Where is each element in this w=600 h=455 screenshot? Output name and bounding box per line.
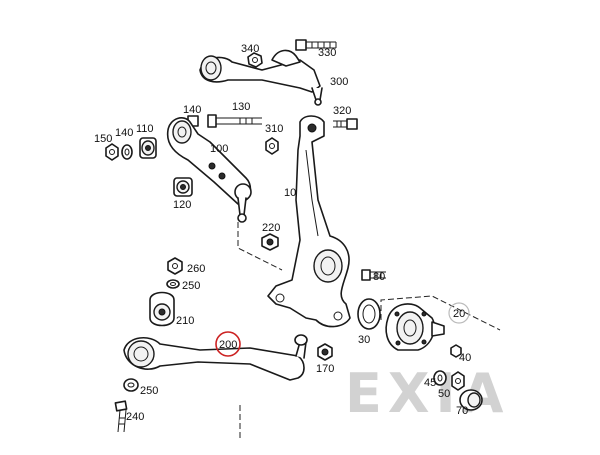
label-130: 130 bbox=[232, 101, 250, 113]
label-40: 40 bbox=[459, 352, 471, 364]
bolt-130 bbox=[187, 114, 262, 128]
label-200: 200 bbox=[219, 339, 237, 351]
washer-140 bbox=[121, 144, 133, 160]
bolt-80 bbox=[361, 269, 386, 281]
label-240: 240 bbox=[126, 411, 144, 423]
nut-340 bbox=[247, 52, 263, 68]
label-45: 45 bbox=[424, 377, 436, 389]
highlight-circle-200 bbox=[215, 331, 241, 357]
label-220: 220 bbox=[262, 222, 280, 234]
nut-170 bbox=[317, 343, 333, 361]
washer-45 bbox=[433, 370, 447, 386]
watermark-logo: EXIA bbox=[345, 362, 509, 425]
label-10: 10 bbox=[284, 187, 296, 199]
label-80: 80 bbox=[373, 271, 385, 283]
washer-250-lower bbox=[123, 378, 139, 392]
seal-ring-30 bbox=[357, 298, 381, 330]
label-330: 330 bbox=[318, 47, 336, 59]
bushing-210 bbox=[149, 291, 175, 327]
label-250-lower: 250 bbox=[140, 385, 158, 397]
wheel-hub-20 bbox=[385, 303, 445, 351]
label-120: 120 bbox=[173, 199, 191, 211]
label-100: 100 bbox=[210, 143, 228, 155]
label-340: 340 bbox=[241, 43, 259, 55]
label-260: 260 bbox=[187, 263, 205, 275]
bolt-240 bbox=[114, 400, 128, 433]
nut-220 bbox=[261, 233, 279, 251]
label-140-lower: 140 bbox=[115, 127, 133, 139]
steering-knuckle-10 bbox=[267, 115, 351, 328]
label-30: 30 bbox=[358, 334, 370, 346]
label-320: 320 bbox=[333, 105, 351, 117]
nut-50 bbox=[451, 371, 465, 391]
part-labels: 340 330 300 140 130 320 150 140 110 310 … bbox=[94, 43, 471, 423]
nut-150 bbox=[105, 143, 119, 161]
label-150: 150 bbox=[94, 133, 112, 145]
nut-40 bbox=[450, 344, 462, 358]
control-arm-100 bbox=[166, 117, 252, 223]
upper-control-arm-300 bbox=[199, 49, 323, 106]
label-300: 300 bbox=[330, 76, 348, 88]
nut-260 bbox=[167, 257, 183, 275]
nut-310 bbox=[265, 137, 279, 155]
cap-70 bbox=[459, 389, 483, 411]
label-110: 110 bbox=[136, 123, 154, 135]
washer-250-upper bbox=[166, 279, 180, 289]
bolt-320 bbox=[333, 118, 358, 130]
callout-circle-20 bbox=[448, 302, 470, 324]
label-250-upper: 250 bbox=[182, 280, 200, 292]
label-140-upper: 140 bbox=[183, 104, 201, 116]
label-50: 50 bbox=[438, 388, 450, 400]
bushing-110 bbox=[139, 137, 157, 159]
lower-control-arm-200 bbox=[123, 334, 308, 381]
label-310: 310 bbox=[265, 123, 283, 135]
label-170: 170 bbox=[316, 363, 334, 375]
label-20: 20 bbox=[453, 308, 465, 320]
label-70: 70 bbox=[456, 405, 468, 417]
leader-lines bbox=[237, 222, 501, 440]
bushing-120 bbox=[173, 177, 193, 197]
bolt-330 bbox=[295, 39, 337, 51]
label-210: 210 bbox=[176, 315, 194, 327]
